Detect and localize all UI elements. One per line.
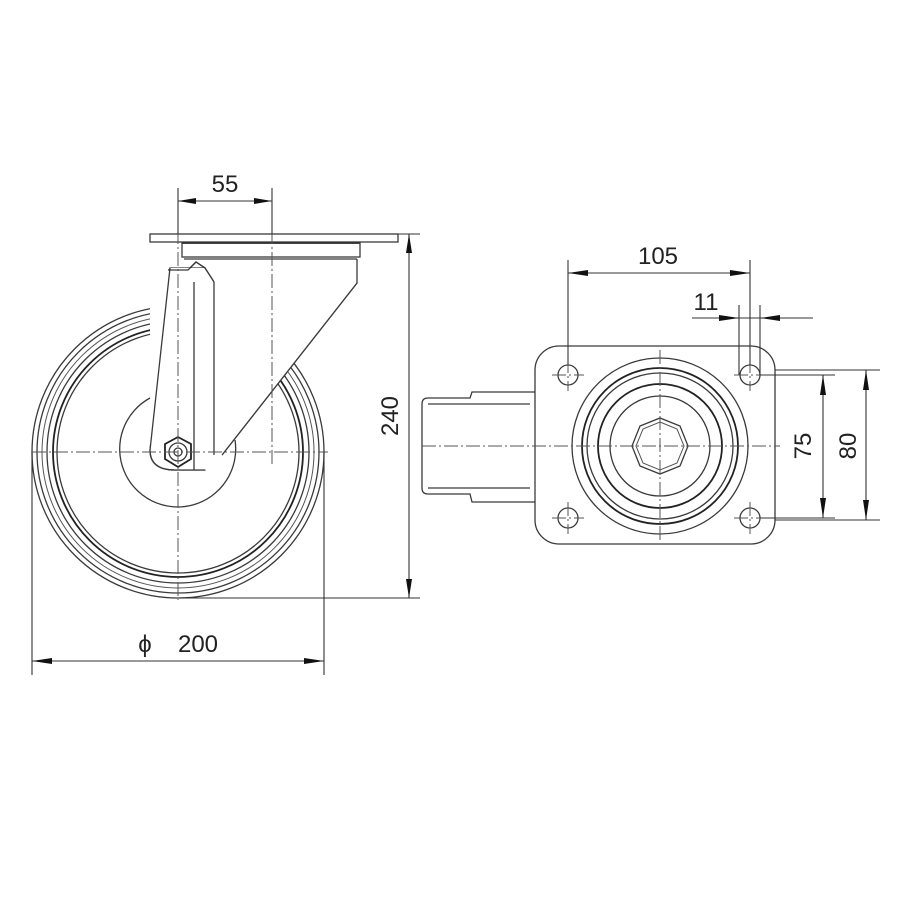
side-view <box>31 230 399 600</box>
diameter-symbol: ϕ <box>138 631 151 658</box>
dim-wheel-diameter: ϕ 200 <box>31 452 325 675</box>
dim-105-label: 105 <box>638 243 678 270</box>
dim-hole-spacing-length: 105 <box>567 243 751 365</box>
fork-projection <box>421 391 535 503</box>
dim-11-label: 11 <box>694 289 719 316</box>
dim-plate-width: 80 <box>775 369 880 521</box>
top-view <box>421 345 780 545</box>
top-plate <box>534 345 776 545</box>
dim-overall-height: 240 <box>178 233 420 599</box>
dim-200-label: 200 <box>178 631 218 658</box>
dim-240-label: 240 <box>377 396 404 436</box>
top-plate-side <box>149 233 399 243</box>
dim-55-label: 55 <box>212 171 239 198</box>
hub <box>119 397 237 508</box>
dim-hole-spacing-width: 75 <box>760 374 835 519</box>
dim-fork-offset: 55 <box>177 171 273 234</box>
dim-80-label: 80 <box>835 433 862 460</box>
dim-75-label: 75 <box>790 433 817 460</box>
dim-bolt-hole: 11 <box>692 289 813 375</box>
